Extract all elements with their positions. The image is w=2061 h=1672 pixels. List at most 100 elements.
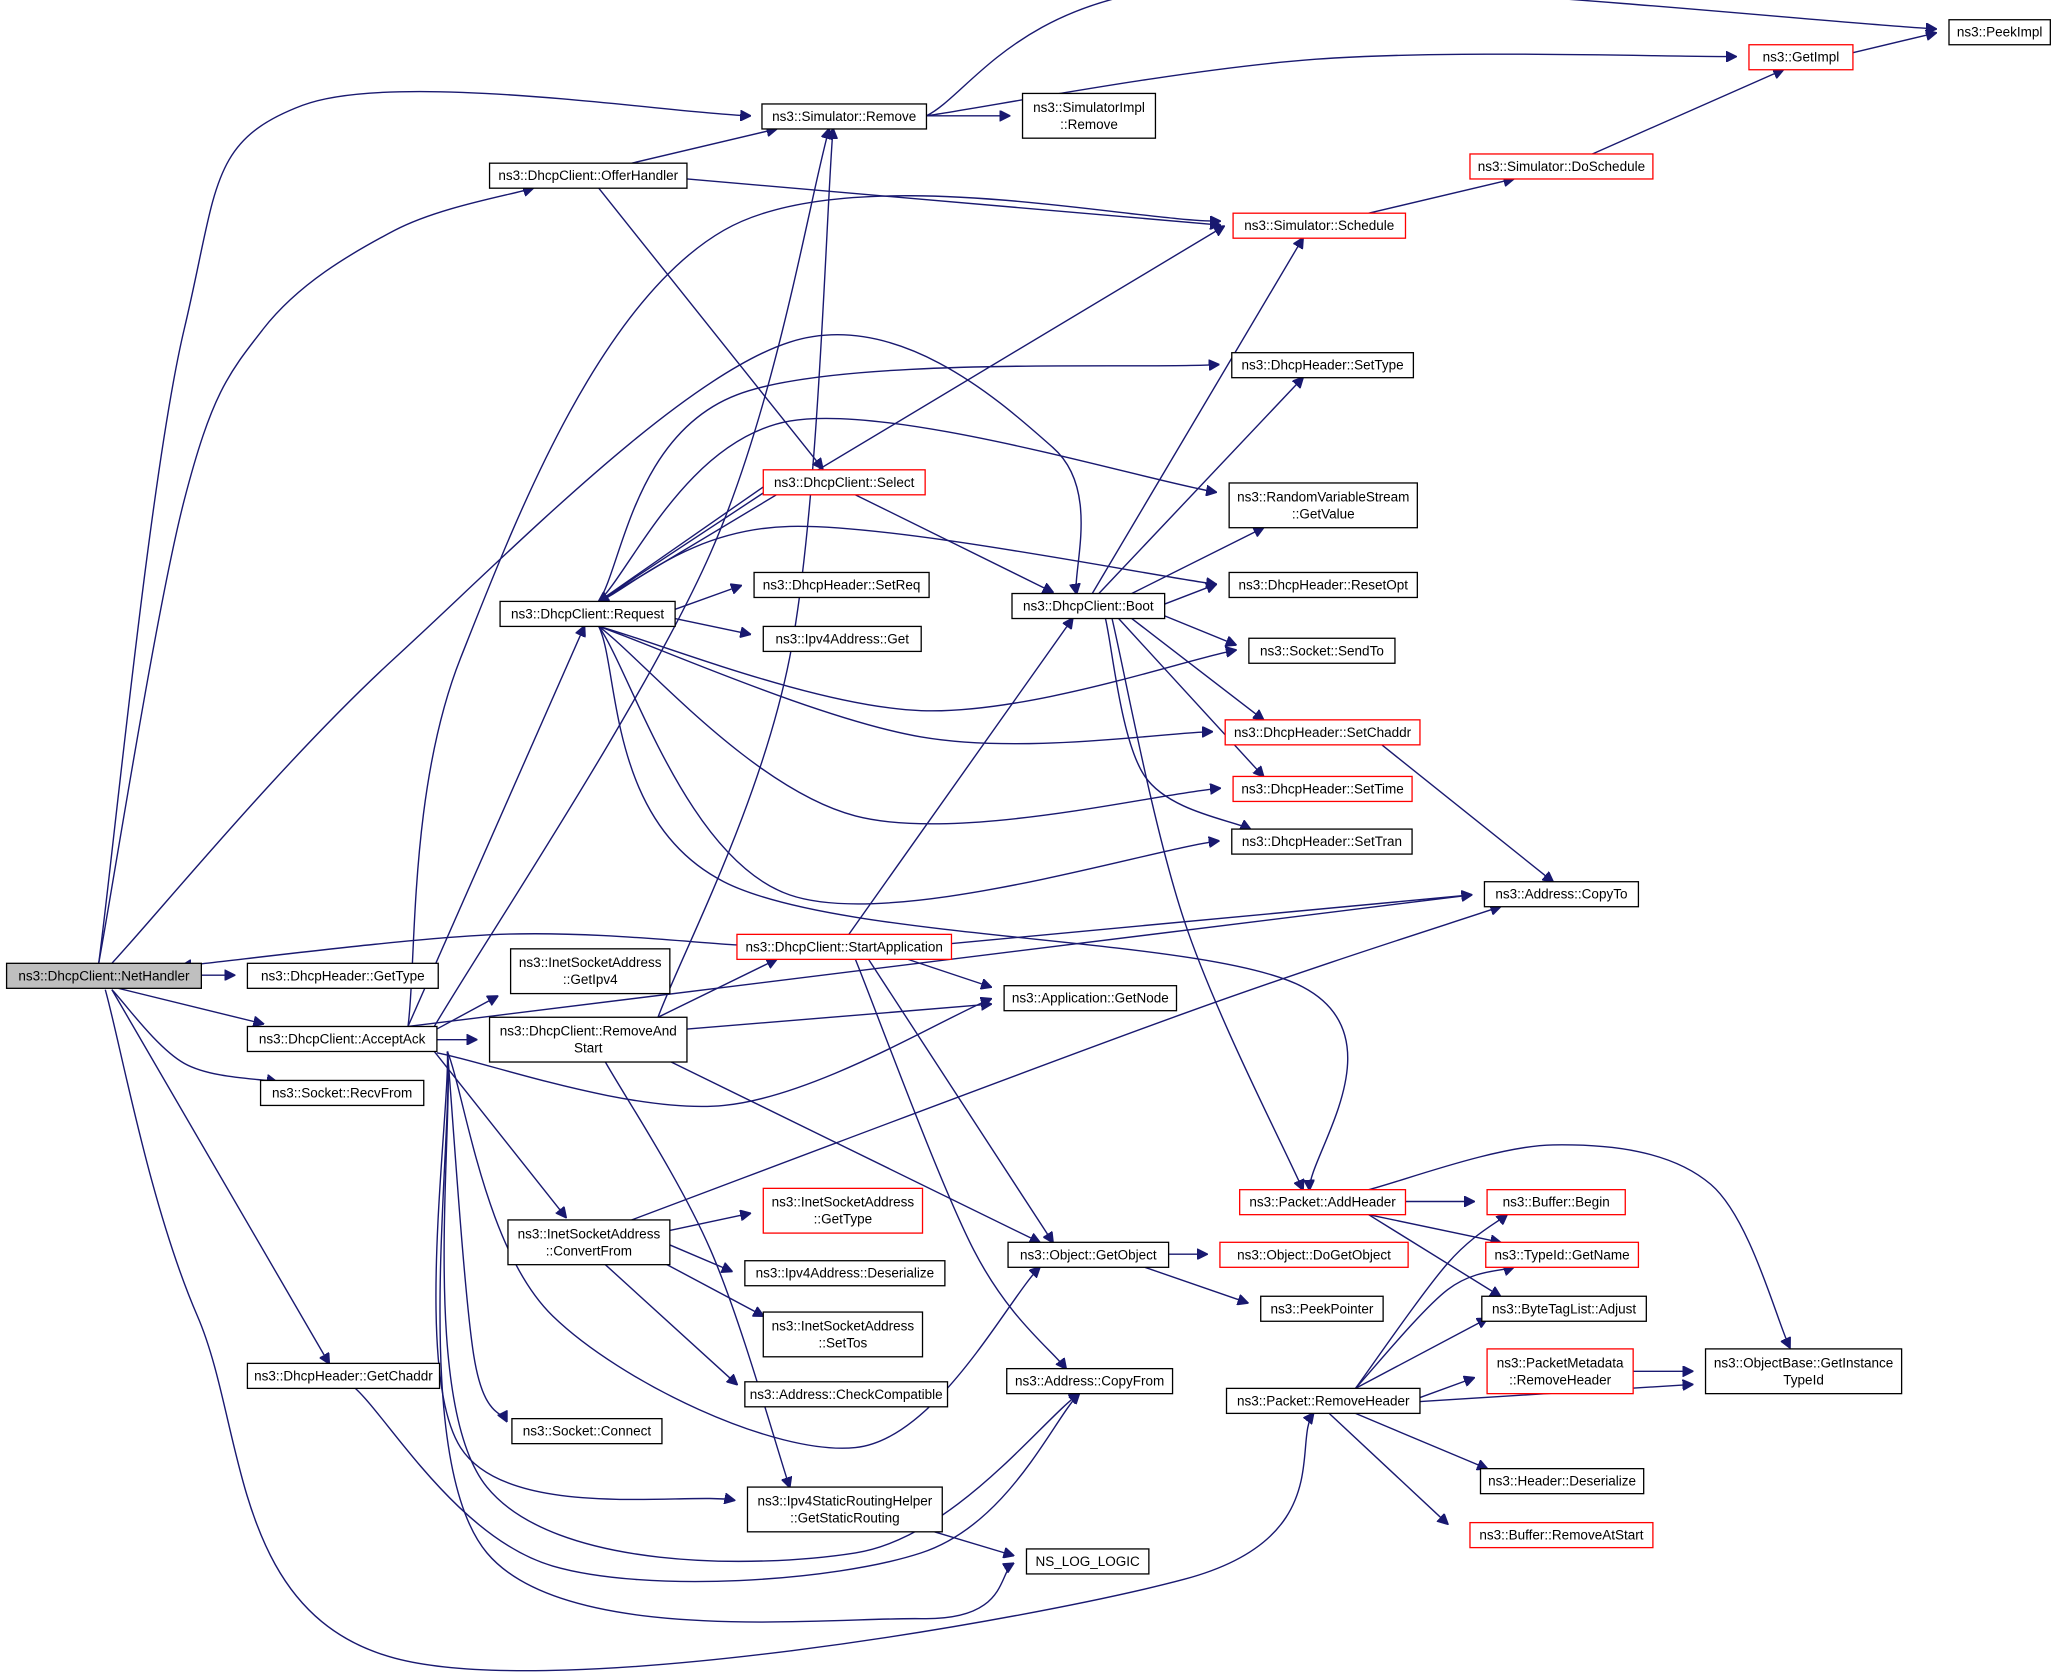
- edge-request-to-schedule: [598, 226, 1224, 603]
- node-box: [1232, 775, 1413, 803]
- node-box: [1481, 1295, 1647, 1322]
- node-removeAtStart[interactable]: ns3::Buffer::RemoveAtStart: [1469, 1521, 1654, 1549]
- node-box: [762, 469, 926, 496]
- edge-boot-to-addHeader: [1111, 618, 1303, 1190]
- node-setReq[interactable]: ns3::DhcpHeader::SetReq: [753, 571, 930, 599]
- node-box: [744, 1381, 949, 1408]
- node-bufBegin[interactable]: ns3::Buffer::Begin: [1486, 1189, 1626, 1216]
- edge-removeAndStart-to-getStaticRouting: [604, 1061, 789, 1487]
- node-getObject[interactable]: ns3::Object::GetObject: [1007, 1241, 1170, 1268]
- node-isaGetType[interactable]: ns3::InetSocketAddress::GetType: [762, 1187, 924, 1234]
- node-offerHandler[interactable]: ns3::DhcpClient::OfferHandler: [488, 162, 688, 189]
- node-resetOpt[interactable]: ns3::DhcpHeader::ResetOpt: [1228, 571, 1418, 599]
- node-label: ns3::Packet::RemoveHeader: [1237, 1393, 1410, 1408]
- node-pmRemoveHeader[interactable]: ns3::PacketMetadata::RemoveHeader: [1486, 1348, 1634, 1395]
- edge-schedule-to-doSchedule: [1368, 179, 1514, 214]
- node-box: [1486, 1189, 1626, 1216]
- node-label: ns3::PeekImpl: [1957, 25, 2043, 40]
- node-label: ns3::Object::DoGetObject: [1237, 1247, 1391, 1262]
- node-box: [1948, 19, 2051, 46]
- node-nsLogLogic[interactable]: NS_LOG_LOGIC: [1025, 1548, 1150, 1575]
- node-recvFrom[interactable]: ns3::Socket::RecvFrom: [259, 1079, 425, 1107]
- node-checkCompat[interactable]: ns3::Address::CheckCompatible: [744, 1381, 949, 1408]
- node-label: ::Remove: [1060, 117, 1118, 132]
- node-typeIdGetName[interactable]: ns3::TypeId::GetName: [1485, 1241, 1640, 1268]
- node-getChaddr[interactable]: ns3::DhcpHeader::GetChaddr: [246, 1362, 441, 1390]
- edge-convertFrom-to-isaGetType: [669, 1213, 750, 1232]
- edge-offerHandler-to-select: [598, 187, 823, 468]
- node-hdrSetType[interactable]: ns3::DhcpHeader::SetType: [1231, 352, 1415, 379]
- node-addHeader[interactable]: ns3::Packet::AddHeader: [1239, 1189, 1407, 1216]
- node-label: ns3::Ipv4Address::Get: [775, 631, 909, 646]
- node-sendTo[interactable]: ns3::Socket::SendTo: [1248, 637, 1396, 664]
- node-getImpl[interactable]: ns3::GetImpl: [1748, 44, 1854, 71]
- node-request[interactable]: ns3::DhcpClient::Request: [499, 600, 676, 628]
- edge-removeHeader-to-bufBegin: [1354, 1215, 1506, 1389]
- node-getStaticRouting[interactable]: ns3::Ipv4StaticRoutingHelper::GetStaticR…: [746, 1486, 943, 1533]
- node-startApp[interactable]: ns3::DhcpClient::StartApplication: [736, 933, 953, 961]
- edge-select-to-boot: [855, 494, 1052, 592]
- node-simRemove[interactable]: ns3::Simulator::Remove: [761, 103, 928, 130]
- node-label: ns3::ObjectBase::GetInstance: [1714, 1355, 1893, 1370]
- node-label: ns3::DhcpClient::Select: [774, 475, 915, 490]
- node-rvsGetValue[interactable]: ns3::RandomVariableStream::GetValue: [1228, 482, 1418, 529]
- node-label: ns3::Ipv4Address::Deserialize: [756, 1266, 935, 1281]
- node-removeHeader[interactable]: ns3::Packet::RemoveHeader: [1225, 1387, 1421, 1415]
- node-label: ns3::DhcpClient::AcceptAck: [259, 1031, 426, 1046]
- node-hdrGetType[interactable]: ns3::DhcpHeader::GetType: [246, 962, 439, 989]
- node-doGetObject[interactable]: ns3::Object::DoGetObject: [1219, 1241, 1409, 1268]
- node-label: ::RemoveHeader: [1509, 1372, 1612, 1387]
- node-ipv4Deser[interactable]: ns3::Ipv4Address::Deserialize: [744, 1260, 946, 1287]
- node-label: Start: [574, 1041, 603, 1056]
- edge-acceptAck-to-appGetNode: [436, 999, 991, 1108]
- edge-getChaddr-to-copyFrom: [354, 1387, 1079, 1583]
- node-label: ns3::DhcpClient::Boot: [1023, 599, 1154, 614]
- node-select[interactable]: ns3::DhcpClient::Select: [762, 469, 926, 496]
- node-netHandler[interactable]: ns3::DhcpClient::NetHandler: [5, 962, 202, 989]
- node-convertFrom[interactable]: ns3::InetSocketAddress::ConvertFrom: [507, 1219, 671, 1266]
- node-simImplRemove[interactable]: ns3::SimulatorImpl::Remove: [1021, 92, 1157, 139]
- node-schedule[interactable]: ns3::Simulator::Schedule: [1232, 212, 1407, 239]
- edge-removeHeader-to-byteTagAdjust: [1355, 1319, 1487, 1389]
- node-appGetNode[interactable]: ns3::Application::GetNode: [1003, 985, 1178, 1012]
- node-label: ns3::InetSocketAddress: [772, 1318, 915, 1333]
- node-box: [1224, 719, 1421, 746]
- node-doSchedule[interactable]: ns3::Simulator::DoSchedule: [1469, 153, 1654, 180]
- node-peekPointer[interactable]: ns3::PeekPointer: [1260, 1295, 1384, 1322]
- edge-convertFrom-to-ipv4Deser: [669, 1244, 732, 1271]
- node-box: [1225, 1387, 1421, 1415]
- node-isaGetIpv4[interactable]: ns3::InetSocketAddress::GetIpv4: [509, 948, 671, 995]
- node-acceptAck[interactable]: ns3::DhcpClient::AcceptAck: [246, 1025, 438, 1053]
- node-box: [507, 1219, 671, 1266]
- node-setTos[interactable]: ns3::InetSocketAddress::SetTos: [762, 1311, 924, 1358]
- edge-netHandler-to-recvFrom: [111, 989, 276, 1082]
- node-box: [1469, 1521, 1654, 1549]
- node-boot[interactable]: ns3::DhcpClient::Boot: [1011, 592, 1166, 620]
- node-setTime[interactable]: ns3::DhcpHeader::SetTime: [1232, 775, 1413, 803]
- node-ipv4Get[interactable]: ns3::Ipv4Address::Get: [762, 625, 922, 653]
- node-box: [753, 571, 930, 599]
- edge-netHandler-to-removeHeader: [104, 989, 1313, 1672]
- node-box: [1007, 1241, 1170, 1268]
- node-peekImpl[interactable]: ns3::PeekImpl: [1948, 19, 2051, 46]
- node-label: ns3::DhcpHeader::SetType: [1242, 358, 1404, 373]
- node-copyTo[interactable]: ns3::Address::CopyTo: [1483, 881, 1640, 908]
- edge-setChaddr-to-copyTo: [1381, 744, 1553, 882]
- node-label: ::GetValue: [1292, 506, 1355, 521]
- node-setTran[interactable]: ns3::DhcpHeader::SetTran: [1231, 828, 1413, 855]
- node-byteTagAdjust[interactable]: ns3::ByteTagList::Adjust: [1481, 1295, 1647, 1322]
- edge-acceptAck-to-copyFrom: [443, 1051, 1079, 1563]
- node-connect[interactable]: ns3::Socket::Connect: [511, 1417, 663, 1445]
- node-box: [1239, 1189, 1407, 1216]
- node-box: [1479, 1468, 1645, 1495]
- node-label: ns3::PacketMetadata: [1497, 1355, 1624, 1370]
- node-copyFrom[interactable]: ns3::Address::CopyFrom: [1006, 1367, 1174, 1395]
- node-label: ns3::Socket::SendTo: [1260, 643, 1384, 658]
- node-headerDeser[interactable]: ns3::Header::Deserialize: [1479, 1468, 1645, 1495]
- node-setChaddr[interactable]: ns3::DhcpHeader::SetChaddr: [1224, 719, 1421, 746]
- edge-acceptAck-to-schedule: [407, 195, 1220, 1027]
- edge-request-to-resetOpt: [598, 525, 1216, 603]
